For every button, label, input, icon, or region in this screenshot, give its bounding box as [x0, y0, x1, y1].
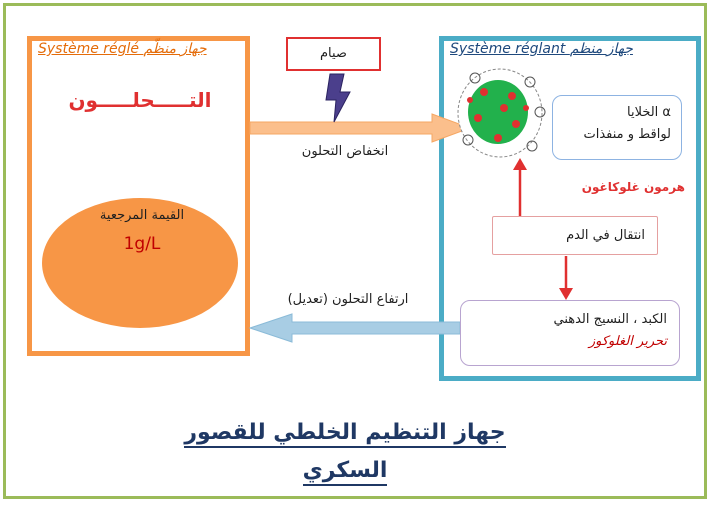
receptors-effectors-label: لواقط و منفذات [583, 127, 671, 142]
fasting-box: صيام [286, 37, 381, 71]
glucose-release-label: تحرير الغلوكوز [588, 334, 667, 349]
reference-ellipse [42, 198, 238, 328]
decrease-label: انخفاض التحلون [301, 144, 389, 159]
reference-value: 1g/L [123, 234, 161, 254]
effector-organs-label: الكبد ، النسيج الدهني [553, 312, 667, 327]
effector-box: الكبد ، النسيج الدهني تحرير الغلوكوز [460, 300, 680, 366]
glycemia-label: التـــــحلـــــون [68, 88, 212, 112]
hormone-arrow-head [513, 158, 527, 170]
blood-transport-box: انتقال في الدم [492, 216, 658, 255]
outer-frame [3, 3, 707, 499]
caption-line-2-text: السكري [302, 458, 388, 486]
decrease-arrow [249, 113, 472, 143]
alpha-cells-label: الخلايا α [626, 105, 671, 120]
regulating-system-box [439, 36, 701, 381]
caption-line-1: جهاز التنظيم الخلطي للقصور [170, 420, 520, 448]
regulated-system-title: Système réglé جهاز منظّم [38, 41, 207, 57]
caption-line-2: السكري [170, 458, 520, 486]
increase-label: ارتفاع التحلون (تعديل) [287, 292, 409, 307]
regulating-system-title: Système réglant جهاز منظم [450, 41, 633, 57]
pancreatic-islet-icon [457, 68, 546, 158]
hormone-label: هرمون غلوكاغون [581, 180, 685, 194]
increase-arrow [248, 313, 461, 343]
caption-line-1-text: جهاز التنظيم الخلطي للقصور [184, 420, 506, 448]
alpha-cells-box: الخلايا α لواقط و منفذات [552, 95, 682, 160]
lightning-bolt-icon [325, 73, 351, 123]
regulated-system-box [27, 36, 250, 356]
reference-value-label: القيمة المرجعية [99, 208, 185, 223]
transport-arrow-head [559, 288, 573, 300]
